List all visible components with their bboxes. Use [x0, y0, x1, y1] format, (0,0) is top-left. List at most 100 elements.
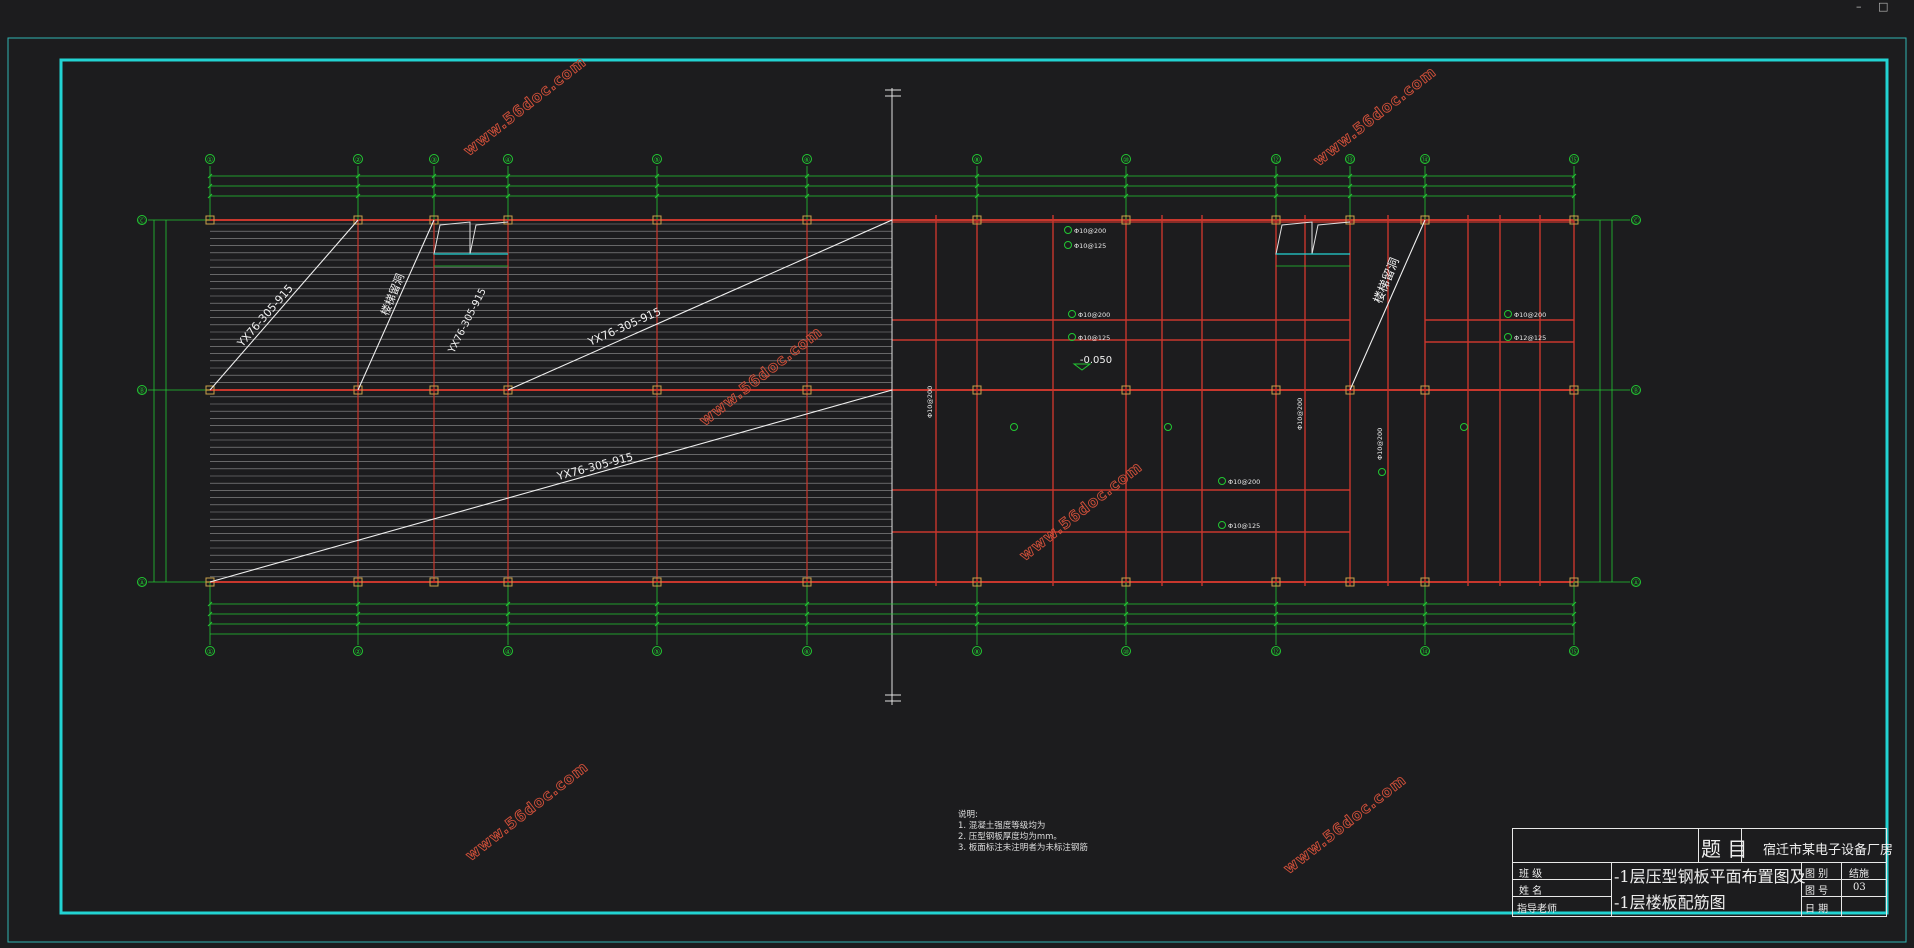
name-label: 姓 名 [1519, 886, 1543, 897]
dimension-tick [1571, 193, 1577, 199]
dimension-tick [1123, 611, 1129, 617]
dimension-tick [505, 173, 511, 179]
drawing-title-1: -1层压型钢板平面布置图及 [1614, 867, 1806, 886]
axis-label-top: ④ [505, 156, 511, 164]
rebar-label: Φ10@200 [1514, 311, 1546, 319]
stair-opening [1275, 221, 1313, 255]
column-marker [1271, 215, 1281, 225]
dimension-tick [207, 611, 213, 617]
column-marker [1420, 385, 1430, 395]
row-label: Ⓑ [139, 387, 146, 395]
stair-opening [469, 221, 509, 255]
rebar-tag [1064, 226, 1072, 234]
rebar-tag [1460, 423, 1468, 431]
rebar-label: Φ10@125 [1078, 334, 1110, 342]
dimension-tick [1123, 621, 1129, 627]
dimension-tick [654, 621, 660, 627]
dimension-tick [431, 183, 437, 189]
dimension-tick [804, 611, 810, 617]
dimension-tick [1422, 611, 1428, 617]
dimension-tick [207, 193, 213, 199]
row-label: Ⓒ [1633, 217, 1640, 225]
dimension-tick [207, 601, 213, 607]
dimension-tick [1571, 183, 1577, 189]
dimension-tick [1422, 173, 1428, 179]
axis-bubble-top [802, 154, 812, 164]
axis-bubble-bottom [802, 646, 812, 656]
rebar-tag [1068, 333, 1076, 341]
rebar-label: Φ10@200 [1074, 227, 1106, 235]
dimension-tick [1422, 183, 1428, 189]
column-marker [1121, 215, 1131, 225]
dimension-tick [654, 601, 660, 607]
axis-label-bottom: ⑤ [654, 648, 660, 656]
rebar-tag [1164, 423, 1172, 431]
axis-label-top: ⑭ [1422, 156, 1429, 164]
maximize-icon[interactable]: □ [1878, 0, 1889, 13]
column-marker [1345, 385, 1355, 395]
watermark-text: www.56doc.com [1310, 63, 1440, 170]
rebar-label-vertical: Φ10@200 [1296, 398, 1304, 430]
axis-label-bottom: ⑧ [974, 648, 980, 656]
dimension-tick [355, 621, 361, 627]
title-label: 题 目 [1701, 837, 1748, 861]
column-marker [1569, 385, 1579, 395]
notes-line-2: 2. 压型钢板厚度均为mm。 [958, 832, 1062, 842]
column-marker [1121, 385, 1131, 395]
dimension-tick [1422, 601, 1428, 607]
elevation-symbol [1072, 363, 1092, 371]
column-marker [972, 215, 982, 225]
axis-bubble-bottom [972, 646, 982, 656]
minimize-icon[interactable]: – [1856, 0, 1862, 13]
axis-label-top: ⑥ [804, 156, 810, 164]
dimension-tick [1273, 173, 1279, 179]
dimension-tick [974, 193, 980, 199]
axis-bubble-top [205, 154, 215, 164]
watermark-text: www.56doc.com [460, 53, 590, 160]
axis-bubble-bottom [353, 646, 363, 656]
deck-direction-line [507, 219, 893, 391]
drawing-number-label: 图 号 [1805, 886, 1829, 897]
deck-direction-line [209, 389, 893, 583]
dimension-tick [1123, 173, 1129, 179]
column-marker [972, 577, 982, 587]
axis-bubble-top [1569, 154, 1579, 164]
elevation-label: -0.050 [1080, 355, 1112, 366]
rebar-tag [1068, 310, 1076, 318]
deck-direction-line [209, 219, 359, 391]
column-marker [802, 385, 812, 395]
dimension-tick [355, 173, 361, 179]
dimension-tick [974, 611, 980, 617]
axis-bubble-top [1345, 154, 1355, 164]
column-marker [503, 577, 513, 587]
dimension-tick [1571, 611, 1577, 617]
dimension-tick [804, 173, 810, 179]
dimension-tick [804, 621, 810, 627]
column-marker [429, 215, 439, 225]
row-bubble [1631, 385, 1641, 395]
watermark-text: www.56doc.com [1280, 771, 1410, 878]
axis-label-bottom: ② [355, 648, 361, 656]
dimension-tick [1273, 621, 1279, 627]
column-marker [205, 577, 215, 587]
rebar-tag [1218, 477, 1226, 485]
column-marker [205, 385, 215, 395]
drawing-type-value: 结施 [1849, 869, 1869, 880]
dimension-tick [804, 193, 810, 199]
row-bubble [137, 577, 147, 587]
rebar-label-vertical: Φ10@200 [926, 386, 934, 418]
column-marker [1569, 215, 1579, 225]
dimension-tick [505, 621, 511, 627]
column-marker [205, 215, 215, 225]
deck-hatch-layer [210, 223, 892, 578]
axis-label-top: ⑬ [1347, 156, 1354, 164]
drawing-type-label: 图 别 [1805, 869, 1829, 880]
class-label: 班 级 [1519, 869, 1543, 880]
row-bubble [137, 215, 147, 225]
axis-bubble-top [652, 154, 662, 164]
axis-label-top: ② [355, 156, 361, 164]
dimension-tick [505, 193, 511, 199]
deck-label: YX76-305-915 [555, 450, 635, 483]
dimension-tick [654, 173, 660, 179]
